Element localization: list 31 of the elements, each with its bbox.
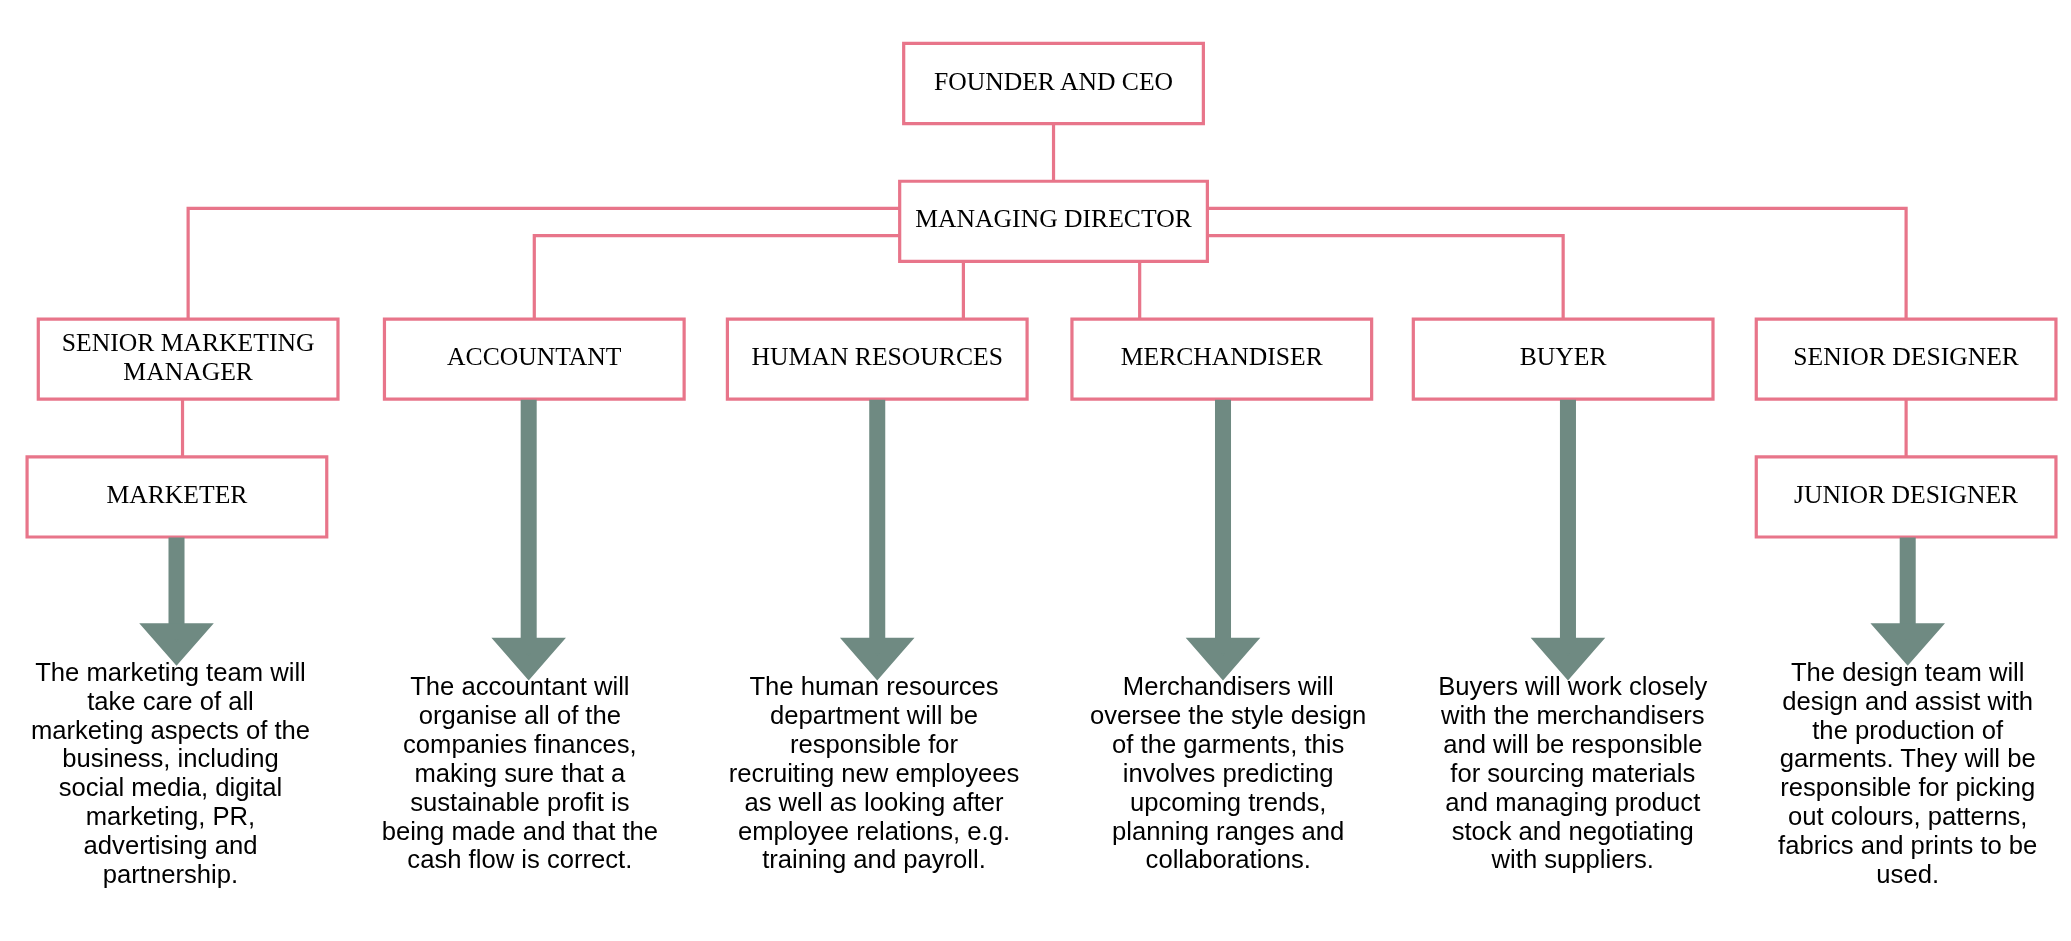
connector — [1207, 234, 1565, 319]
node-text: The marketing team will take care of all marketing aspects of the business, including social media, digital marketing, PR, advertising and partnership. — [30, 657, 311, 888]
arrow — [1870, 537, 1945, 666]
arrow — [1185, 399, 1261, 681]
connector — [961, 261, 965, 319]
connector — [186, 206, 900, 319]
arrow — [1530, 399, 1606, 681]
connector — [1207, 206, 1908, 319]
connector — [1904, 399, 1908, 457]
node-text: The design team will design and assist with the production of garments. They will be responsible for picking out colours, patterns, fabrics and prints to be used. — [1778, 657, 2038, 888]
node-box: BUYER — [1411, 317, 1715, 401]
node-text: The human resources department will be responsible for recruiting new employees as well as looking after employee relations, e.g. training and payroll. — [728, 672, 1020, 874]
arrow — [139, 537, 214, 666]
arrow — [839, 399, 915, 681]
node-box: HUMAN RESOURCES — [725, 317, 1029, 401]
node-box: MERCHANDISER — [1070, 317, 1374, 401]
node-text: Buyers will work closely with the merchandisers and will be responsible for sourcing materials and managing product stock and negotiating with suppliers. — [1438, 672, 1708, 874]
node-box: MARKETER — [25, 455, 329, 539]
connector — [180, 399, 185, 457]
arrow — [491, 399, 566, 681]
connector — [1051, 124, 1056, 181]
node-text: Merchandisers will oversee the style design of the garments, this involves predicting upcoming trends, planning ranges and collaborations. — [1090, 672, 1367, 874]
node-box: SENIOR DESIGNER — [1754, 317, 2058, 401]
node-box: JUNIOR DESIGNER — [1754, 455, 2058, 539]
connector — [532, 234, 900, 319]
node-box: MANAGING DIRECTOR — [898, 179, 1209, 263]
node-box: SENIOR MARKETING MANAGER — [36, 317, 340, 401]
node-box: ACCOUNTANT — [382, 317, 686, 401]
node-box: FOUNDER AND CEO — [902, 41, 1205, 126]
connector — [1138, 261, 1142, 319]
node-text: The accountant will organise all of the companies finances, making sure that a sustainable profit is being made and that the cash flow is correct. — [381, 672, 659, 874]
